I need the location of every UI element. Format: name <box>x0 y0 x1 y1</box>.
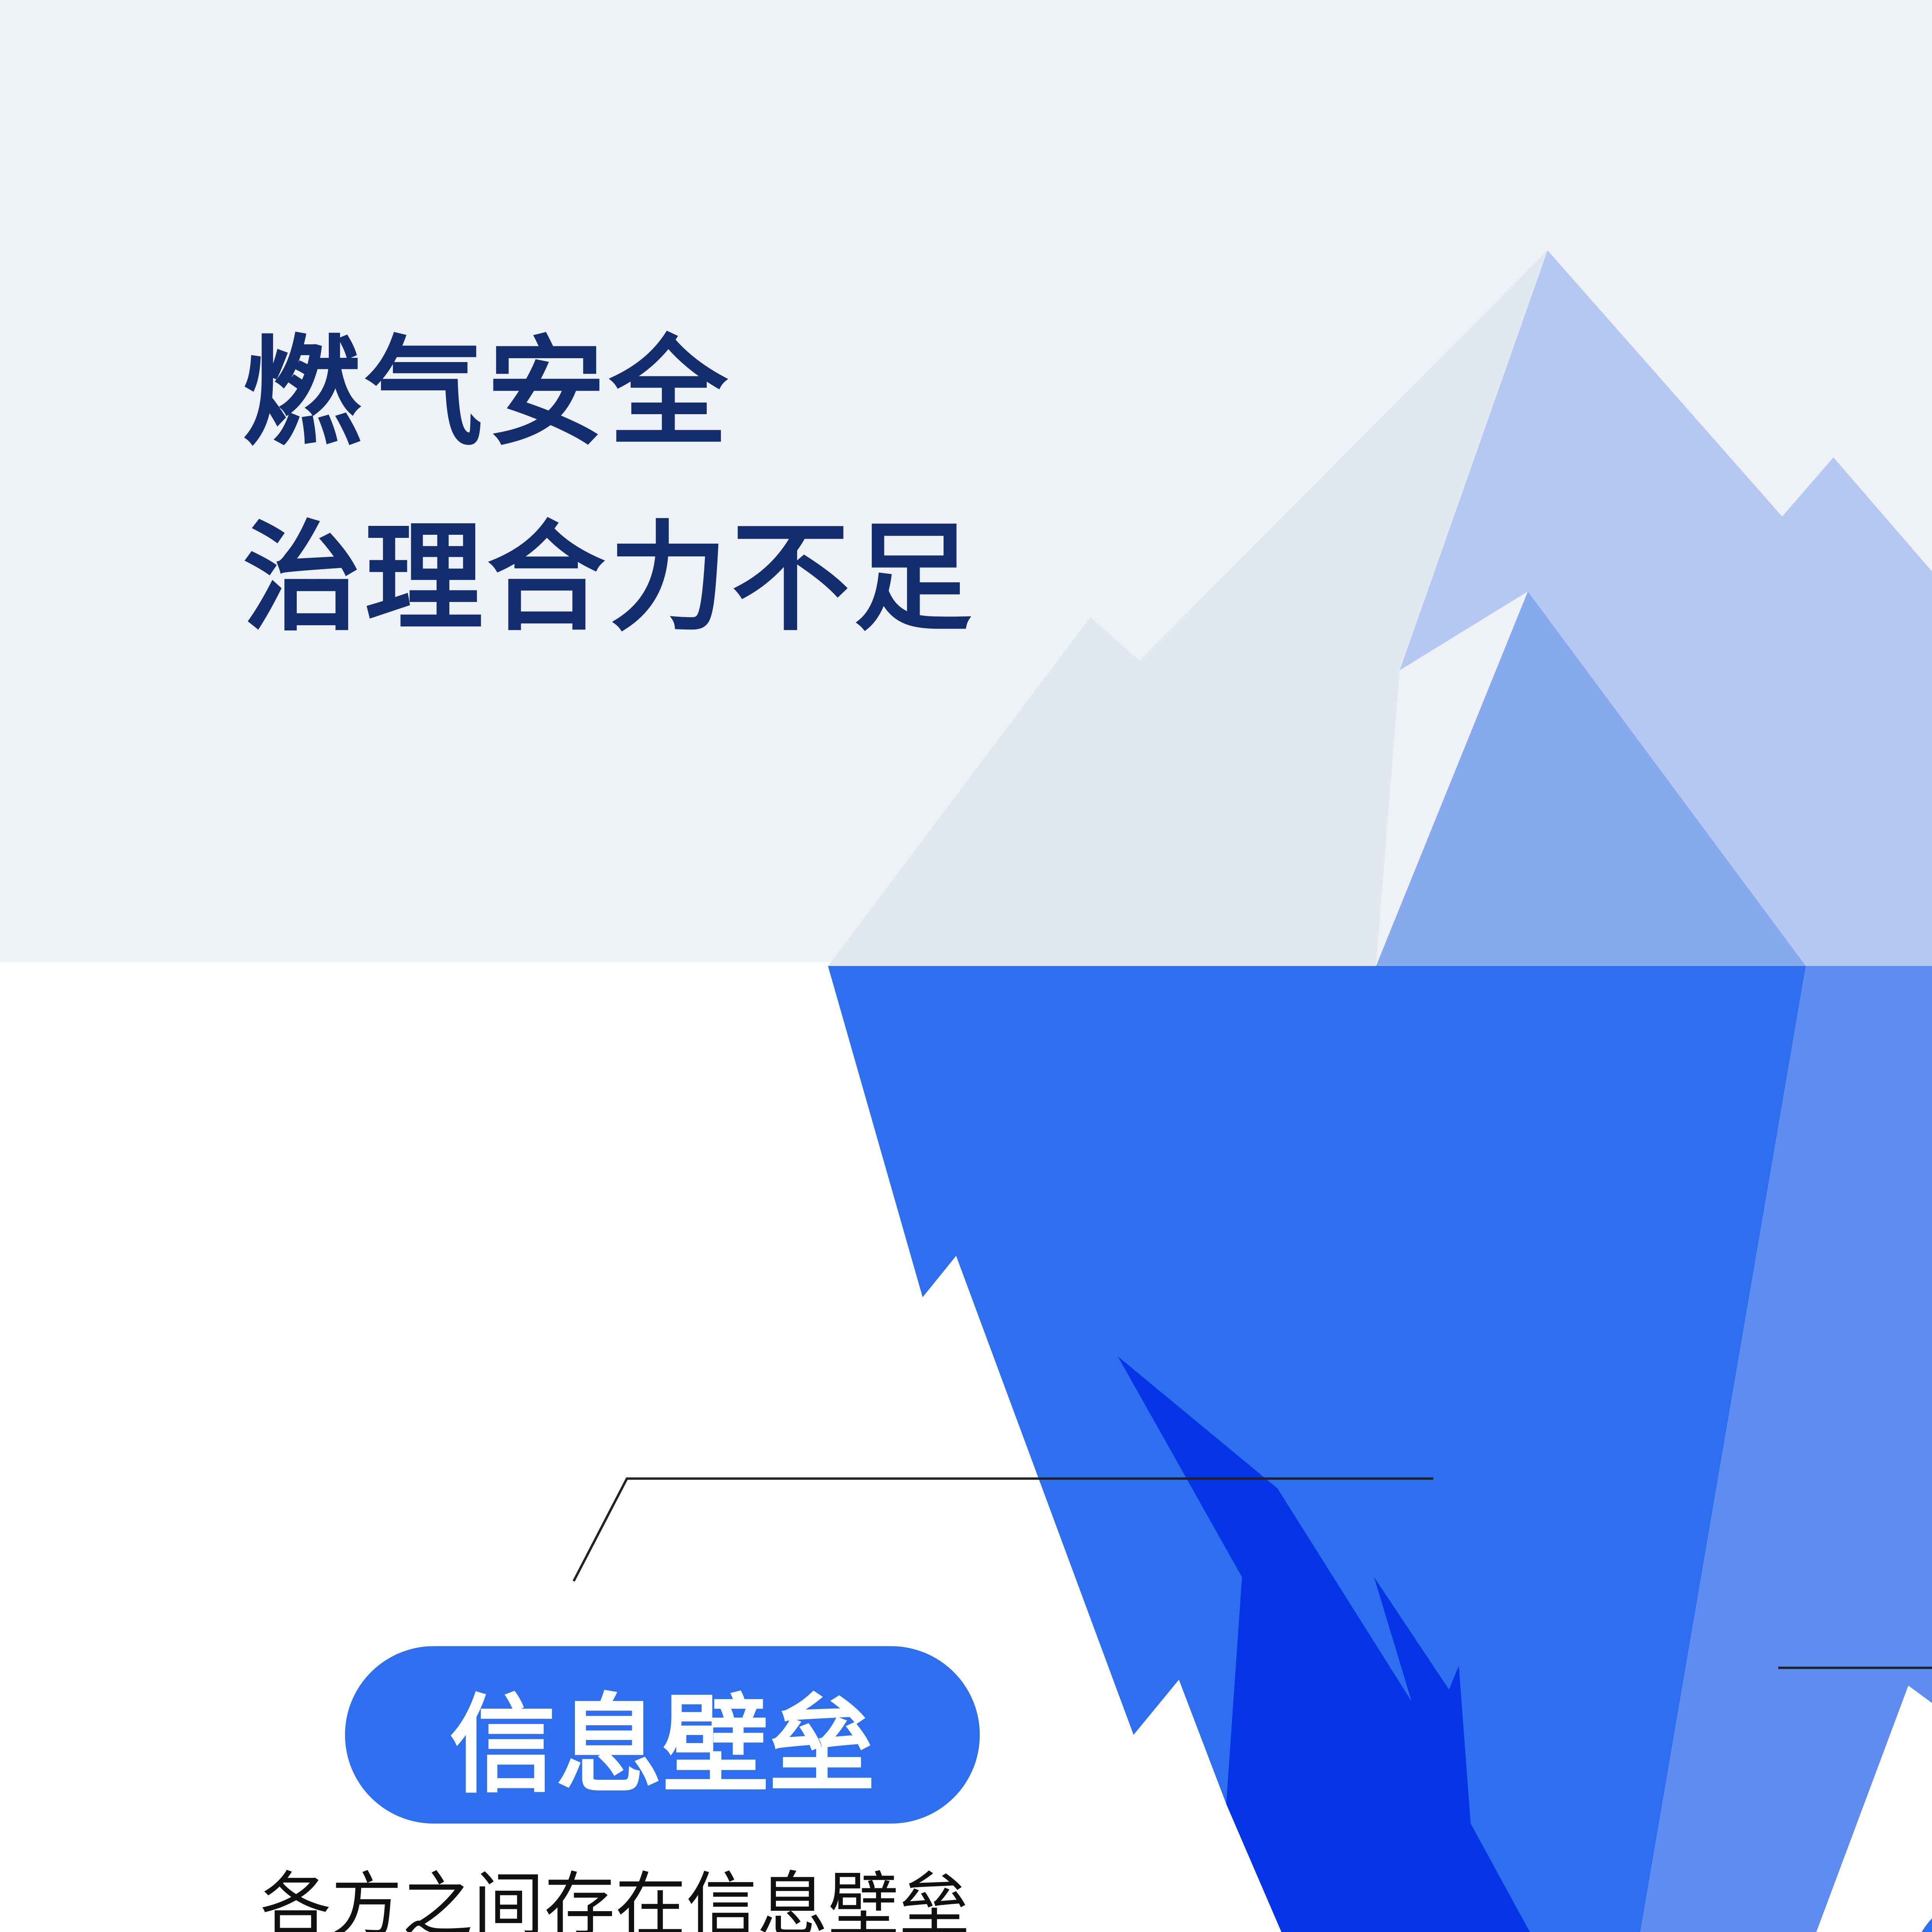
label-pill-info-barrier: 信息壁垒 <box>345 1646 980 1824</box>
iceberg-body-dark-shard <box>1117 1356 1530 1932</box>
iceberg-tip-left-face <box>828 250 1548 966</box>
iceberg-body-main <box>828 966 1806 1932</box>
title-line-2: 治理合力不足 <box>242 510 976 649</box>
iceberg-tip-right-face <box>1400 250 1932 966</box>
title-line-1: 燃气安全 <box>242 325 731 463</box>
iceberg-tip-center-face <box>1376 591 1806 966</box>
label-description-info-barrier: 各方之间存在信息壁垒 <box>260 1867 970 1932</box>
leader-line-left <box>572 1477 1434 1582</box>
iceberg-body-right-face <box>1640 966 1932 1932</box>
